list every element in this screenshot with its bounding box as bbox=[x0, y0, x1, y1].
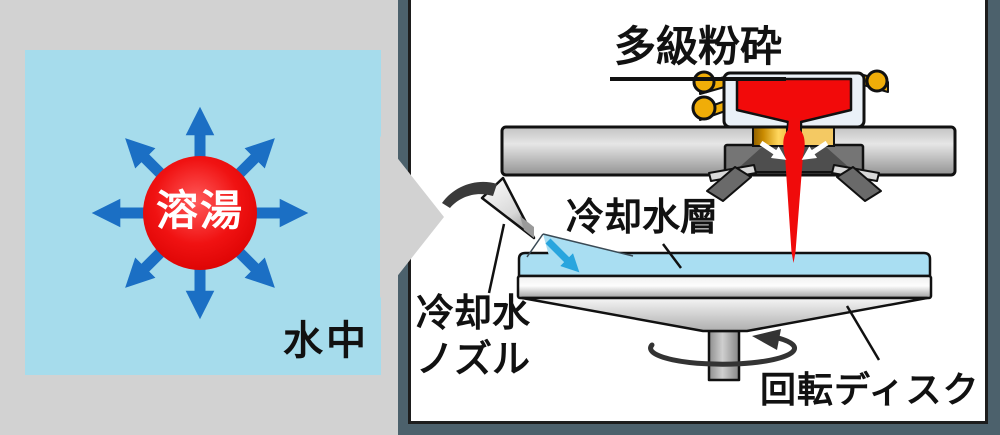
rotating-disk-label: 回転ディスク bbox=[760, 369, 980, 410]
nozzle-leader-line bbox=[487, 223, 506, 294]
left-panel bbox=[25, 50, 381, 375]
disk-top bbox=[516, 274, 933, 300]
right-panel-title-wrap: 多級粉砕 bbox=[411, 13, 985, 81]
cooling-water-layer bbox=[517, 251, 932, 278]
right-panel-title: 多級粉砕 bbox=[609, 13, 786, 81]
water-layer-label: 冷却水層 bbox=[566, 197, 719, 239]
disk-leader-line bbox=[845, 305, 881, 361]
rotating-disk-assembly bbox=[516, 233, 933, 382]
atomizer-fin-left bbox=[706, 166, 752, 202]
disk-shaft bbox=[707, 329, 741, 382]
underwater-caption: 水中 bbox=[283, 319, 369, 363]
rotation-arrow-icon bbox=[648, 329, 798, 367]
cooling-water-nozzle bbox=[442, 176, 536, 240]
gas-jet-arrows-icon bbox=[759, 140, 829, 160]
crucible bbox=[722, 71, 866, 129]
connector-arrow-icon bbox=[380, 136, 444, 298]
leader-lines bbox=[487, 223, 881, 361]
water-layer-leader-line bbox=[662, 243, 682, 269]
atomizer-fin-right bbox=[836, 166, 882, 202]
spray-arrow-icon bbox=[545, 238, 580, 273]
droplet-label: 溶湯 bbox=[156, 187, 245, 234]
melt-stream bbox=[783, 118, 805, 263]
cooling-nozzle-label: 冷却水 ノズル bbox=[416, 293, 531, 382]
nozzle-swing-arrow-icon bbox=[442, 181, 497, 208]
molten-droplet bbox=[143, 156, 257, 270]
disk-cone bbox=[520, 296, 929, 333]
molten-metal bbox=[735, 77, 853, 129]
